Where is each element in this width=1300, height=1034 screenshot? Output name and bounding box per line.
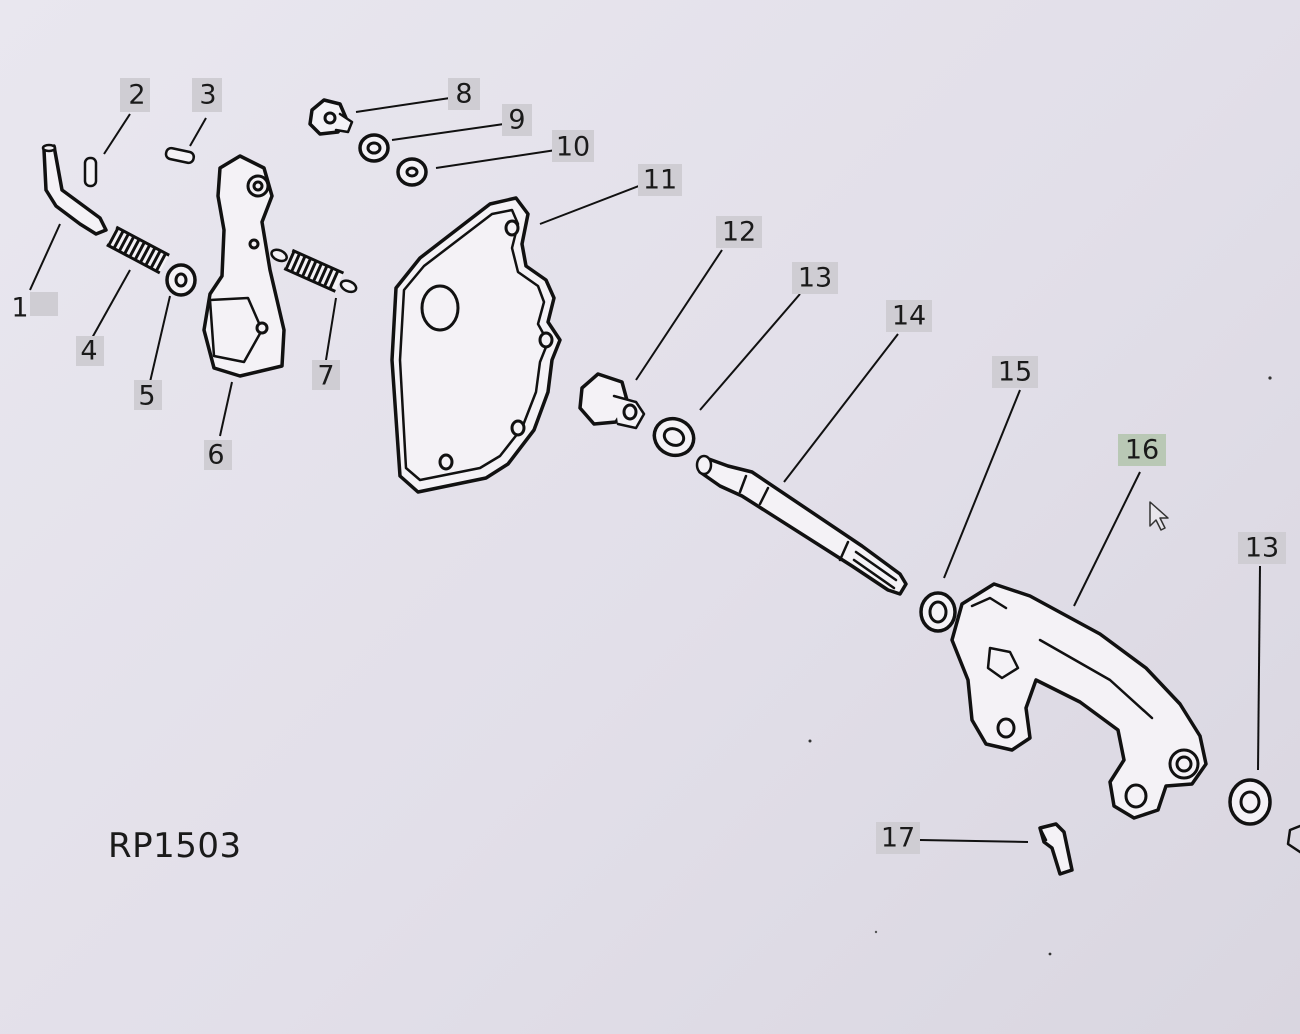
callout-label: 15 (998, 357, 1032, 388)
callout-label: 17 (881, 823, 915, 854)
part-9-washer-icon (358, 133, 390, 163)
callout-13: 13 (792, 262, 838, 294)
partial-part-edge-icon (1286, 824, 1300, 854)
arrow-cursor-icon (1149, 501, 1169, 531)
callout-label: 3 (199, 80, 216, 111)
callout-10: 10 (552, 130, 594, 163)
part-5-washer-icon (165, 263, 197, 297)
part-1-rod-icon (41, 143, 108, 236)
callout-label: 13 (798, 263, 832, 294)
part-16-arm-icon (950, 582, 1208, 820)
callout-label: 2 (128, 80, 145, 111)
callout-2: 2 (120, 78, 150, 112)
callout-label: 16 (1125, 435, 1159, 466)
callout-label: 6 (207, 440, 224, 471)
part-11-plate-icon (390, 196, 562, 494)
part-3-pin-icon (164, 146, 196, 165)
part-13-washer-icon (652, 416, 696, 458)
callout-14: 14 (886, 300, 932, 332)
callout-label: 12 (722, 217, 756, 248)
callout-label: 8 (455, 79, 472, 110)
callout-9: 9 (502, 104, 532, 136)
diagram-reference-code: RP1503 (108, 826, 242, 866)
callout-8: 8 (448, 78, 480, 110)
callout-label: 9 (508, 105, 525, 136)
callout-label: 4 (80, 336, 97, 367)
callout-label: 13 (1245, 533, 1279, 564)
part-8-nut-icon (308, 98, 354, 136)
callout-6: 6 (204, 440, 232, 471)
part-13-washer-lower-icon (1228, 778, 1272, 826)
part-2-pin-icon (83, 156, 98, 188)
callout-label: 10 (556, 132, 590, 163)
callout-3: 3 (192, 78, 222, 112)
callout-15: 15 (992, 356, 1038, 388)
callout-16: 16 (1118, 434, 1166, 466)
part-14-shaft-icon (695, 454, 908, 596)
part-17-pin-icon (1038, 822, 1074, 876)
callout-12: 12 (716, 216, 762, 248)
callout-label: 1 (11, 293, 28, 324)
part-7-spring-icon (270, 248, 358, 294)
callout-13-lower: 13 (1238, 532, 1286, 564)
callout-11: 11 (638, 164, 682, 196)
leader-lines (29, 97, 1261, 843)
callout-7: 7 (312, 360, 340, 392)
callout-5: 5 (134, 380, 162, 412)
callout-label: 7 (317, 361, 334, 392)
callout-label: 11 (643, 165, 677, 196)
part-6-lever-icon (202, 154, 286, 378)
part-12-nut-icon (578, 372, 646, 430)
part-10-washer-icon (396, 157, 428, 187)
scan-specks (808, 376, 1272, 956)
callout-4: 4 (76, 336, 104, 367)
callout-label: 5 (138, 381, 155, 412)
callout-17: 17 (876, 822, 920, 854)
part-4-spring-icon (106, 225, 170, 275)
part-15-washer-icon (919, 591, 957, 633)
callout-1: 1 (11, 292, 58, 324)
callout-label: 14 (892, 301, 926, 332)
